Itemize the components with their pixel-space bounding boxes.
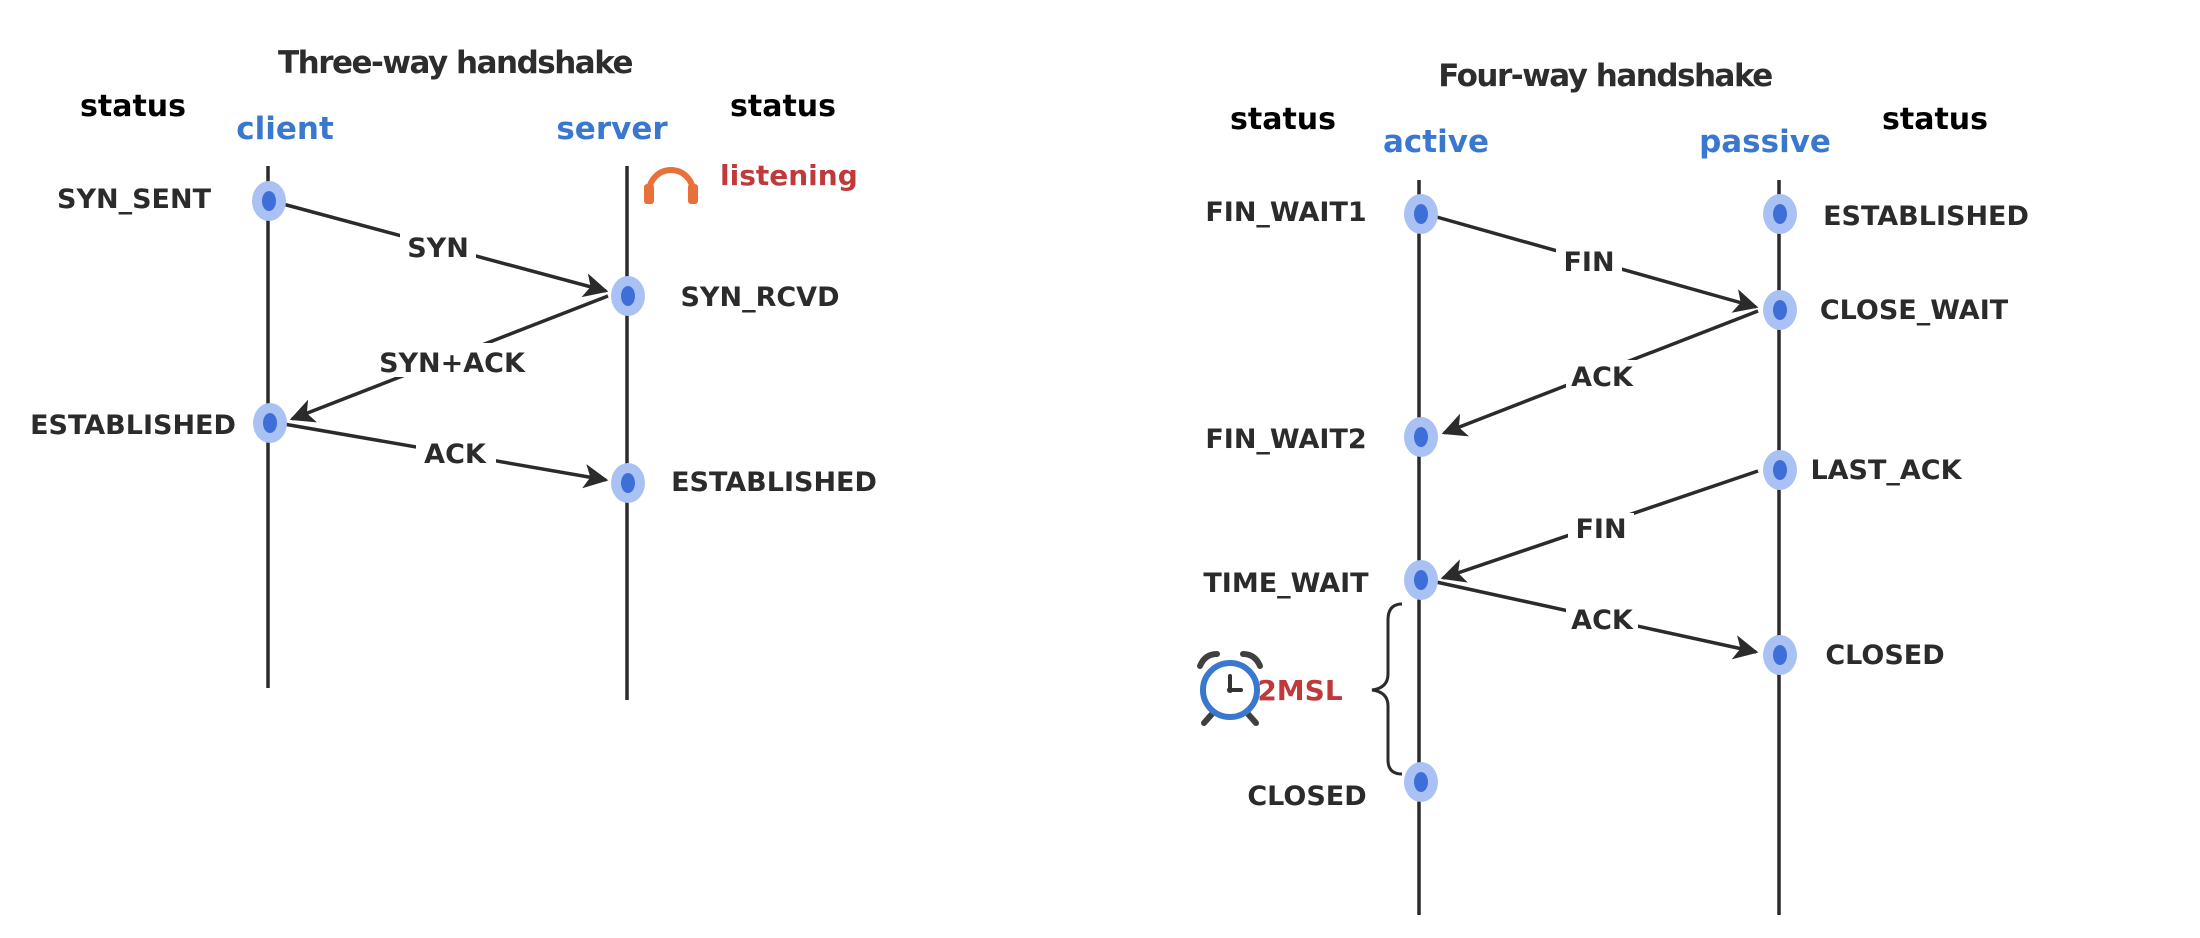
passive-established-node: [1763, 194, 1797, 234]
2msl-brace: [1371, 602, 1403, 776]
state-syn-rcvd: SYN_RCVD: [680, 282, 839, 313]
ack1-label: ACK: [1571, 362, 1634, 393]
ack-label: ACK: [424, 439, 487, 470]
active-fin-wait1-node: [1404, 194, 1438, 234]
ack-label-bg: [416, 438, 496, 472]
server-label: server: [556, 111, 668, 147]
fin1-label-bg: [1556, 245, 1622, 279]
state-syn-sent: SYN_SENT: [57, 184, 212, 215]
four-way-handshake-panel: Four-way handshake status status active …: [1197, 58, 2029, 915]
ack1-label-bg: [1566, 360, 1638, 394]
active-time-wait-node: [1404, 560, 1438, 600]
passive-close-wait-node: [1763, 290, 1797, 330]
listening-label: listening: [720, 159, 858, 192]
active-status-header: status: [1230, 102, 1336, 137]
alarm-clock-icon: [1197, 651, 1263, 726]
four-way-title: Four-way handshake: [1438, 58, 1772, 94]
state-server-established: ESTABLISHED: [671, 467, 877, 498]
passive-label: passive: [1699, 124, 1831, 160]
passive-closed-node: [1763, 635, 1797, 675]
fin2-label: FIN: [1575, 514, 1626, 545]
client-established-node: [253, 403, 287, 443]
client-syn-sent-node: [252, 181, 286, 221]
passive-status-header: status: [1882, 102, 1988, 137]
headphones-icon: [644, 167, 698, 204]
state-active-closed: CLOSED: [1247, 781, 1366, 812]
active-label: active: [1383, 124, 1489, 160]
passive-last-ack-node: [1763, 450, 1797, 490]
three-way-handshake-panel: Three-way handshake status status client…: [30, 45, 877, 700]
syn-ack-label-bg: [372, 343, 532, 377]
state-client-established: ESTABLISHED: [30, 410, 236, 441]
state-fin-wait2: FIN_WAIT2: [1205, 424, 1366, 455]
ack2-label-bg: [1566, 594, 1638, 628]
server-established-node: [611, 463, 645, 503]
fin2-label-bg: [1568, 513, 1634, 547]
state-close-wait: CLOSE_WAIT: [1820, 295, 2009, 326]
state-passive-established: ESTABLISHED: [1823, 201, 2029, 232]
active-closed-node: [1404, 762, 1438, 802]
state-last-ack: LAST_ACK: [1810, 455, 1962, 486]
2msl-label: 2MSL: [1257, 674, 1343, 707]
active-fin-wait2-node: [1404, 417, 1438, 457]
state-time-wait: TIME_WAIT: [1203, 568, 1369, 599]
state-fin-wait1: FIN_WAIT1: [1205, 197, 1366, 228]
server-syn-rcvd-node: [611, 276, 645, 316]
client-status-header: status: [80, 89, 186, 124]
server-status-header: status: [730, 89, 836, 124]
syn-label: SYN: [407, 233, 469, 264]
syn-ack-label: SYN+ACK: [379, 348, 526, 379]
state-passive-closed: CLOSED: [1825, 640, 1944, 671]
fin1-label: FIN: [1563, 247, 1614, 278]
client-label: client: [236, 111, 334, 147]
three-way-title: Three-way handshake: [278, 45, 632, 81]
syn-label-bg: [400, 228, 476, 262]
ack2-label: ACK: [1571, 605, 1634, 636]
